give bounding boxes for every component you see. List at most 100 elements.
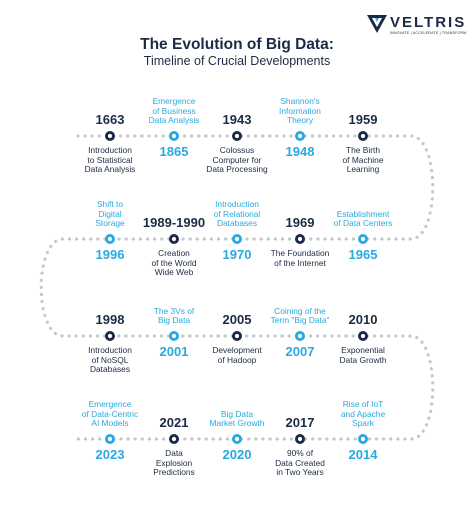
- timeline-node: [358, 434, 368, 444]
- event-description-line: Digital: [98, 208, 122, 219]
- event-description-line: Data: [165, 448, 183, 458]
- event-year: 2014: [348, 447, 378, 462]
- event-description-line: Data Processing: [206, 164, 268, 175]
- node-inner-dot: [107, 236, 113, 242]
- event-description-line: of Relational: [213, 208, 261, 219]
- timeline-node: [358, 234, 368, 244]
- event-description-line: Shannon's: [280, 96, 320, 107]
- timeline-node: [105, 434, 115, 444]
- event-description-line: 90% of: [286, 448, 314, 458]
- event-description-line: of the World: [151, 257, 197, 268]
- node-inner-dot: [297, 436, 303, 442]
- node-inner-dot: [234, 133, 240, 139]
- node-inner-dot: [107, 436, 113, 442]
- logo-icon: [367, 15, 387, 33]
- timeline-node: [295, 131, 305, 141]
- node-inner-dot: [297, 236, 303, 242]
- event-description-line: Introduction: [88, 145, 132, 155]
- event-description-line: Market Growth: [209, 418, 265, 429]
- event-description-line: and Apache: [340, 408, 386, 419]
- timeline-node: [169, 234, 179, 244]
- node-inner-dot: [297, 133, 303, 139]
- node-inner-dot: [234, 436, 240, 442]
- event-description-line: Data Analysis: [148, 115, 200, 126]
- event-description-line: Introduction: [88, 345, 132, 355]
- event-description-line: Databases: [216, 218, 258, 229]
- event-description-line: of Machine: [342, 154, 384, 165]
- node-inner-dot: [360, 333, 366, 339]
- event-description-line: of Data-Centric: [81, 408, 139, 419]
- node-inner-dot: [107, 133, 113, 139]
- event-description-line: Exponential: [341, 345, 385, 355]
- timeline-node: [105, 331, 115, 341]
- event-year: 2020: [222, 447, 252, 462]
- event-description-line: AI Models: [91, 418, 129, 429]
- node-inner-dot: [234, 333, 240, 339]
- event-year: 1965: [348, 247, 378, 262]
- brand-tagline: INNOVATE | ACCELERATE | TRANSFORM: [390, 31, 467, 35]
- event-description-line: Storage: [95, 218, 125, 229]
- event-year: 2005: [222, 312, 252, 327]
- event-year: 1948: [285, 144, 315, 159]
- event-description-line: Databases: [89, 364, 131, 375]
- timeline-node: [169, 331, 179, 341]
- event-description-line: Big Data: [157, 315, 191, 326]
- event-description-line: of Data Centers: [333, 218, 393, 229]
- event-year: 1943: [222, 112, 252, 127]
- node-inner-dot: [107, 333, 113, 339]
- event-description-line: Term "Big Data": [270, 315, 330, 326]
- event-description-line: to Statistical: [87, 154, 133, 165]
- timeline-node: [295, 234, 305, 244]
- event-description-line: Emergence: [88, 399, 132, 410]
- event-description-line: in Two Years: [276, 467, 324, 478]
- event-description-line: Explosion: [155, 457, 193, 468]
- event-year: 1970: [222, 247, 252, 262]
- event-year: 1996: [95, 247, 125, 262]
- event-description-line: Emergence: [152, 96, 196, 107]
- event-description-line: of Hadoop: [217, 354, 257, 365]
- event-description-line: Shift to: [96, 199, 124, 210]
- event-description-line: The 3Vs of: [153, 305, 195, 316]
- page-subtitle: Timeline of Crucial Developments: [143, 54, 331, 68]
- event-description-line: Computer for: [212, 154, 262, 165]
- event-description-line: Data Growth: [339, 354, 387, 365]
- event-description-line: Establishment: [336, 208, 390, 219]
- event-year: 2001: [159, 344, 189, 359]
- event-year: 1959: [348, 112, 378, 127]
- event-year: 2010: [348, 312, 378, 327]
- node-inner-dot: [360, 236, 366, 242]
- timeline-node: [232, 434, 242, 444]
- brand-logo: VELTRIS INNOVATE | ACCELERATE | TRANSFOR…: [366, 14, 468, 38]
- event-description-line: Big Data: [220, 408, 254, 419]
- timeline-node: [169, 434, 179, 444]
- event-year: 1998: [95, 312, 125, 327]
- event-description-line: Introduction: [215, 199, 259, 210]
- node-inner-dot: [171, 236, 177, 242]
- page-title: The Evolution of Big Data:: [140, 36, 334, 53]
- timeline-node: [232, 234, 242, 244]
- event-description-line: Data Analysis: [84, 164, 136, 175]
- node-inner-dot: [297, 333, 303, 339]
- event-description-line: The Foundation: [270, 248, 330, 258]
- dotted-timeline-line: [39, 134, 435, 441]
- timeline-node: [295, 434, 305, 444]
- brand-name: VELTRIS: [390, 14, 467, 31]
- event-description-line: Wide Web: [154, 267, 194, 278]
- event-description-line: Information: [279, 105, 321, 116]
- event-description-line: Theory: [286, 115, 314, 126]
